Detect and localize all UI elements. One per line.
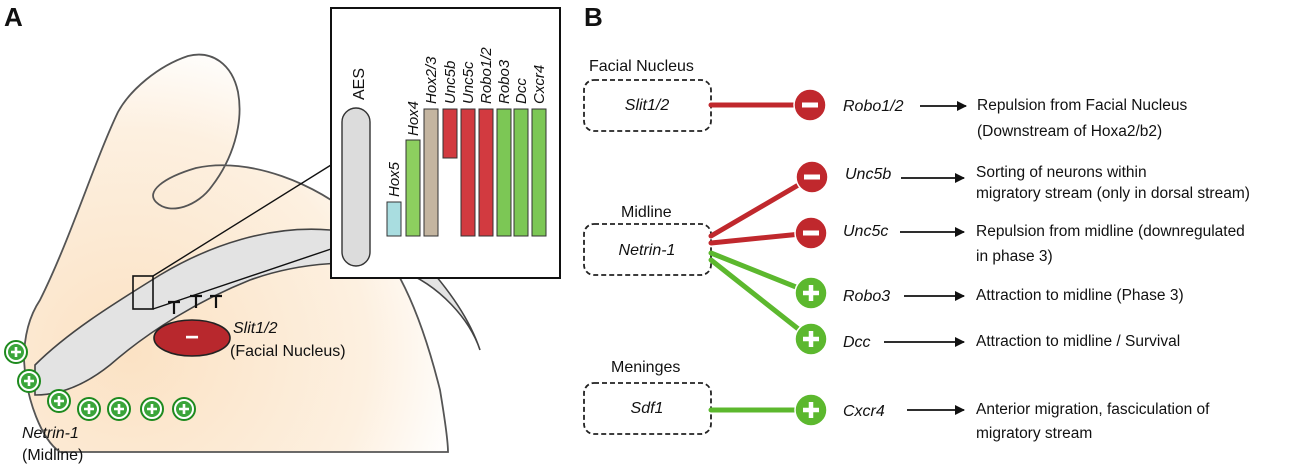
inset-bar-label-7: Dcc	[513, 78, 530, 104]
midline-plus-icon-1	[17, 369, 41, 393]
panel-a-letter: A	[4, 2, 23, 32]
inset-bar-6	[496, 108, 512, 237]
effect-text-5-0: Anterior migration, fasciculation of	[976, 401, 1210, 418]
inset-bar-label-2: Hox2/3	[423, 56, 440, 104]
source-region-meninges: Meninges	[611, 359, 680, 376]
inset-bar-1	[405, 139, 421, 237]
inset-bar-0	[386, 201, 402, 237]
minus-icon-2	[794, 216, 828, 250]
inset-bar-label-0: Hox5	[386, 161, 403, 197]
minus-icon-0	[793, 88, 827, 122]
effect-text-0-1: (Downstream of Hoxa2/b2)	[977, 123, 1162, 140]
aes-label: AES	[351, 68, 368, 100]
source-gene-meninges: Sdf1	[631, 400, 664, 417]
plus-icon-4	[794, 322, 828, 356]
midline-plus-icon-4	[107, 397, 131, 421]
facial-nucleus-gene: Slit1/2	[233, 320, 278, 337]
midline-plus-icon-0	[4, 340, 28, 364]
source-region-facial: Facial Nucleus	[589, 58, 694, 75]
effect-text-1-0: Sorting of neurons within	[976, 164, 1147, 181]
effect-text-3-0: Attraction to midline (Phase 3)	[976, 287, 1184, 304]
inset-bar-3	[442, 108, 458, 159]
receptor-gene-0: Robo1/2	[843, 98, 904, 115]
source-gene-midline: Netrin-1	[619, 242, 676, 259]
inset-bar-7	[513, 108, 529, 237]
receptor-gene-5: Cxcr4	[843, 403, 885, 420]
facial-nucleus-minus-icon: −	[185, 324, 199, 351]
midline-plus-icon-2	[47, 389, 71, 413]
receptor-gene-2: Unc5c	[843, 223, 888, 240]
inset-bar-4	[460, 108, 476, 237]
effect-text-2-1: in phase 3)	[976, 248, 1053, 265]
zoom-box	[132, 275, 154, 310]
inset-bar-5	[478, 108, 494, 237]
zoom-line-bottom	[152, 247, 335, 310]
connector-line-1	[708, 174, 815, 239]
inset-bar-label-1: Hox4	[405, 101, 422, 136]
facial-nucleus-label: (Facial Nucleus)	[230, 343, 346, 360]
plus-icon-3	[794, 276, 828, 310]
inset-bar-2	[423, 108, 439, 237]
midline-gene: Netrin-1	[22, 425, 79, 442]
migratory-stream	[34, 228, 481, 396]
receptor-gene-1: Unc5b	[845, 166, 891, 183]
source-region-midline: Midline	[621, 204, 672, 221]
aes-shape	[341, 107, 371, 267]
pathways: Robo1/2 Repulsion from Facial Nucleus (Dow…	[708, 88, 1250, 442]
receptor-gene-3: Robo3	[843, 288, 890, 305]
inset-bar-8	[531, 108, 547, 237]
inset-bar-label-4: Unc5c	[460, 61, 477, 104]
facial-nucleus-ellipse	[153, 319, 231, 357]
panel-b-letter: B	[584, 2, 603, 32]
inhibition-symbols	[168, 294, 222, 314]
effect-text-4-0: Attraction to midline / Survival	[976, 333, 1180, 350]
midline-plus-icon-6	[172, 397, 196, 421]
receptor-gene-4: Dcc	[843, 334, 871, 351]
minus-icon-1	[795, 160, 829, 194]
source-box-midline	[583, 223, 712, 276]
effect-text-2-0: Repulsion from midline (downregulated	[976, 223, 1245, 240]
zoom-line-top	[152, 164, 332, 277]
inset-bar-label-8: Cxcr4	[531, 65, 548, 104]
midline-plus-circles	[4, 340, 196, 421]
effect-text-1-1: migratory stream (only in dorsal stream)	[976, 185, 1250, 202]
inset-bar-label-6: Robo3	[496, 59, 513, 104]
inset-bar-label-3: Unc5b	[442, 61, 459, 104]
effect-text-0-0: Repulsion from Facial Nucleus	[977, 97, 1187, 114]
connector-line-4	[708, 257, 814, 342]
connector-line-3	[708, 250, 814, 296]
midline-plus-icon-3	[77, 397, 101, 421]
midline-plus-icon-5	[140, 397, 164, 421]
source-gene-facial: Slit1/2	[625, 97, 670, 114]
midline-label: (Midline)	[22, 447, 83, 464]
inset-bar-label-5: Robo1/2	[478, 47, 495, 104]
plus-icon-5	[794, 393, 828, 427]
effect-text-5-1: migratory stream	[976, 425, 1092, 442]
